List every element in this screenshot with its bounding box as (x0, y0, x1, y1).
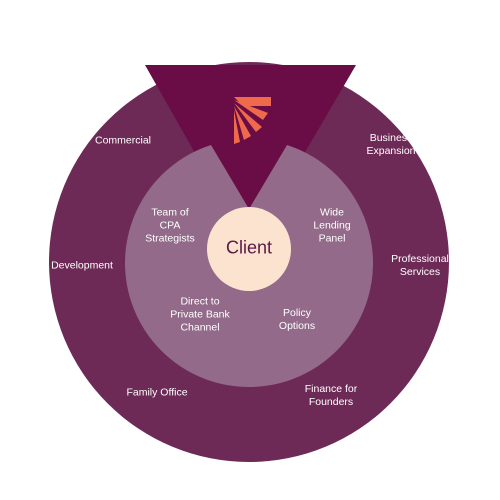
fan-logo-icon (234, 97, 271, 144)
top-wedge (145, 65, 356, 248)
client-label: Client (225, 237, 273, 258)
inner-label-policy-options: Policy Options (278, 307, 316, 332)
client-circle (207, 207, 291, 291)
outer-label-commercial: Commercial (94, 134, 152, 147)
outer-label-family-office: Family Office (126, 386, 188, 399)
outer-label-professional-services: Professional Services (391, 253, 449, 278)
outer-label-finance-founders: Finance for Founders (304, 383, 358, 408)
inner-label-team-cpa: Team of CPA Strategists (145, 206, 195, 245)
outer-label-business-expansion: Business Expansion (366, 132, 416, 157)
outer-label-development: Development (51, 259, 113, 272)
inner-label-direct-private-bank: Direct to Private Bank Channel (170, 295, 230, 334)
inner-label-wide-lending: Wide Lending Panel (313, 206, 351, 245)
